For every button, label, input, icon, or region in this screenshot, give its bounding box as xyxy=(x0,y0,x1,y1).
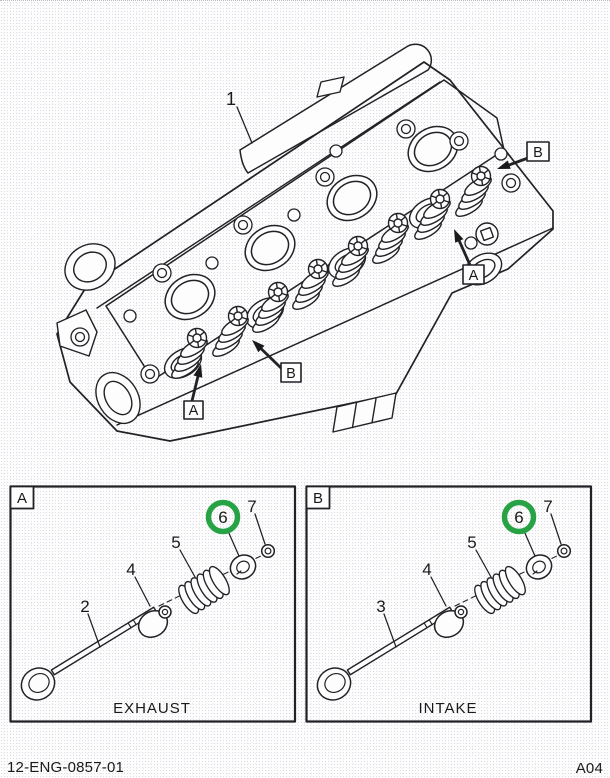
bottom-block xyxy=(332,392,397,433)
part-label-keeper: 7 xyxy=(247,497,256,516)
part-label-retainer: 6 xyxy=(218,508,227,527)
callout-a-right: A xyxy=(454,229,485,285)
cylinder-head-figure: 1 B A B A xyxy=(56,43,554,442)
head-top-rail xyxy=(239,43,433,174)
highlight-circle xyxy=(501,499,537,535)
head-left-end xyxy=(56,243,160,425)
panel-b-letter: B xyxy=(313,490,323,507)
deck-ports xyxy=(164,125,459,321)
callout-letter-a2: A xyxy=(189,403,199,419)
part-label-spring: 5 xyxy=(467,533,476,552)
part-label-keeper: 7 xyxy=(543,497,552,516)
part1-leader xyxy=(236,106,253,144)
callout-letter-b2: B xyxy=(286,366,296,382)
bolt-holes xyxy=(123,119,521,323)
part-label-seal: 4 xyxy=(126,560,135,579)
part-label-seal: 4 xyxy=(422,560,431,579)
detail-panel-exhaust: A 2 4 5 6 7 EXHAUST xyxy=(9,485,297,723)
part-label-valve: 2 xyxy=(80,597,89,616)
callout-b-lower-center: B xyxy=(252,340,302,383)
doc-number: 12-ENG-0857-01 xyxy=(7,759,125,776)
panel-a-corner-box xyxy=(9,485,35,510)
part-label-retainer: 6 xyxy=(514,508,523,527)
cylinder-head-outline xyxy=(56,61,554,442)
callout-letter-b1: B xyxy=(533,145,543,161)
rail-boss xyxy=(316,76,345,98)
panel-caption: INTAKE xyxy=(418,700,477,717)
plug-boss xyxy=(475,222,499,246)
detail-panel-intake: B 3 4 5 6 7 INTAKE xyxy=(305,485,593,723)
panel-a-letter: A xyxy=(17,490,27,507)
part-label-valve: 3 xyxy=(376,597,385,616)
callout-b-upper-right: B xyxy=(497,141,550,169)
panel-caption: EXHAUST xyxy=(113,700,191,717)
part-label-spring: 5 xyxy=(171,533,180,552)
page-code: A04 xyxy=(575,760,603,777)
callout-letter-a1: A xyxy=(469,268,479,284)
part-label-1: 1 xyxy=(226,89,236,109)
callout-a-lower-left: A xyxy=(183,364,204,420)
panel-b-corner-box xyxy=(305,485,331,510)
highlight-circle xyxy=(205,499,241,535)
